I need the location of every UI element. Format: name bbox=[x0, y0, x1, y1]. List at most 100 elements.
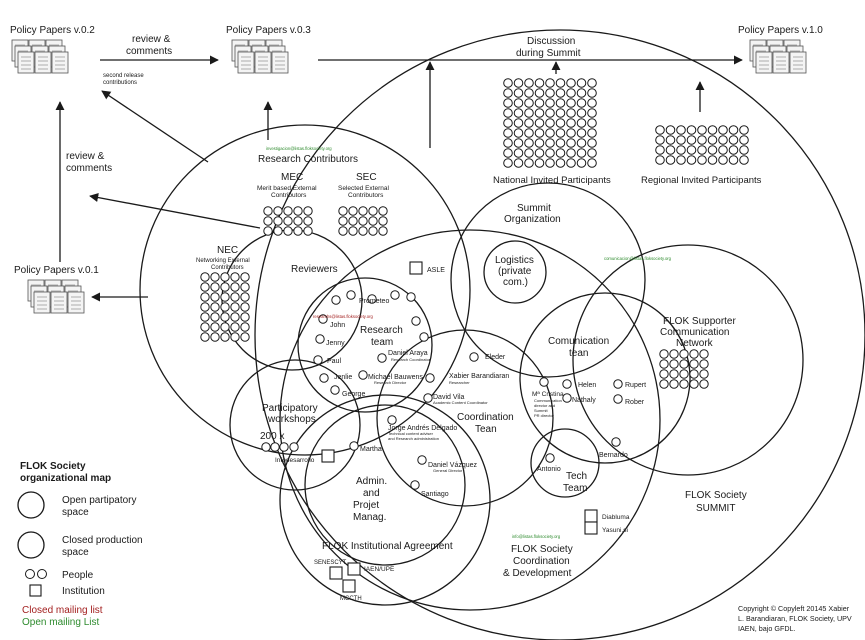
person-icon bbox=[534, 138, 545, 148]
discussion-label-2: during Summit bbox=[516, 48, 581, 59]
person-icon bbox=[303, 216, 313, 226]
person-icon bbox=[338, 226, 348, 236]
document-page-icon bbox=[271, 51, 289, 74]
admin-ring bbox=[304, 404, 466, 566]
person-icon bbox=[566, 158, 576, 168]
person-icon bbox=[555, 158, 566, 168]
person-icon bbox=[655, 155, 665, 165]
person-icon bbox=[669, 359, 679, 369]
document-page-icon bbox=[51, 51, 69, 74]
person-icon bbox=[655, 125, 665, 135]
person-icon bbox=[545, 148, 555, 158]
copyright-line: Copyright © Copyleft 20145 Xabier bbox=[738, 604, 850, 613]
jorge-label: Jorge Andrés Delgado bbox=[388, 425, 457, 432]
person-icon bbox=[587, 98, 597, 108]
flok-dev-title: FLOK Society bbox=[511, 544, 573, 555]
person-icon bbox=[423, 393, 433, 403]
nec-people-grid bbox=[200, 272, 250, 342]
cristina-role-3: Summit bbox=[534, 408, 548, 413]
person-icon bbox=[303, 226, 313, 236]
communication-team-title: Comunication bbox=[548, 336, 609, 347]
person-icon bbox=[566, 118, 576, 128]
person-icon bbox=[210, 332, 220, 342]
person-icon bbox=[718, 155, 728, 165]
person-icon bbox=[655, 145, 665, 155]
person-icon bbox=[555, 138, 566, 148]
workshops-title: Participatory bbox=[262, 403, 318, 414]
infodesarrollo-institution-icon bbox=[321, 449, 335, 463]
admin-title-4: Manag. bbox=[353, 512, 386, 523]
helen-label: Helen bbox=[578, 382, 596, 389]
person-icon bbox=[534, 148, 545, 158]
person-icon bbox=[411, 316, 421, 326]
person-icon bbox=[358, 226, 368, 236]
daniel-vazquez-role: General Director bbox=[433, 468, 463, 473]
review-comments-label-top: review & bbox=[132, 34, 171, 45]
institutional-ring bbox=[279, 394, 491, 606]
person-icon bbox=[576, 98, 587, 108]
sec-title: SEC bbox=[356, 172, 377, 183]
person-icon bbox=[534, 88, 545, 98]
person-icon bbox=[587, 108, 597, 118]
legend-open-space-icon bbox=[17, 491, 45, 519]
person-icon bbox=[315, 334, 325, 344]
person-icon bbox=[270, 442, 280, 452]
person-icon bbox=[524, 148, 534, 158]
person-icon bbox=[513, 98, 524, 108]
person-icon bbox=[539, 377, 549, 387]
person-icon bbox=[368, 216, 378, 226]
legend-closed-space-label: Closed production bbox=[62, 535, 143, 546]
research-mailing-list-link[interactable]: researchs@listas.floksociety.org bbox=[313, 314, 373, 319]
person-icon bbox=[200, 272, 210, 282]
investigacion-mailing-list-link[interactable]: investigacion@listas.floksociety.org bbox=[266, 146, 332, 151]
person-icon bbox=[545, 158, 555, 168]
document-page-icon bbox=[755, 51, 773, 74]
person-icon bbox=[686, 155, 697, 165]
legend-people-icon bbox=[25, 569, 35, 579]
reviewers-label: Reviewers bbox=[291, 264, 338, 275]
mccth-label: MCCTH bbox=[340, 596, 362, 602]
person-icon bbox=[348, 206, 358, 216]
person-icon bbox=[611, 437, 621, 447]
person-icon bbox=[697, 135, 707, 145]
info-mailing-list-link[interactable]: info@listas.floksociety.org bbox=[512, 534, 561, 539]
person-icon bbox=[728, 125, 739, 135]
document-page-icon bbox=[50, 291, 68, 314]
flok-dev-title-3: & Development bbox=[503, 568, 572, 579]
policy-papers-v01-stack bbox=[27, 279, 85, 314]
person-icon bbox=[503, 148, 513, 158]
coordination-team-title: Coordination bbox=[457, 412, 514, 423]
iaen-institution-icon bbox=[347, 562, 361, 576]
rober-label: Rober bbox=[625, 399, 645, 406]
copyright-line-3: IAEN, bajo GFDL. bbox=[738, 624, 796, 633]
person-icon bbox=[555, 118, 566, 128]
person-icon bbox=[676, 155, 686, 165]
logistics-label: Logistics bbox=[495, 255, 534, 266]
michael-role: Research Director bbox=[374, 380, 407, 385]
person-icon bbox=[686, 125, 697, 135]
person-icon bbox=[697, 155, 707, 165]
david-label: David Vila bbox=[433, 394, 464, 401]
santiago-label: Santiago bbox=[421, 491, 449, 498]
person-icon bbox=[576, 148, 587, 158]
institutional-agreement-title: FLOK Institutional Agreement bbox=[322, 541, 453, 552]
person-icon bbox=[555, 148, 566, 158]
jorge-role-2: and Research administration bbox=[388, 436, 439, 441]
iaen-label: IAEN/UPE bbox=[364, 566, 395, 573]
person-icon bbox=[555, 108, 566, 118]
person-icon bbox=[576, 118, 587, 128]
senescyt-institution-icon bbox=[329, 566, 343, 580]
person-icon bbox=[210, 282, 220, 292]
sec-people-grid bbox=[338, 206, 388, 236]
person-icon bbox=[679, 379, 689, 389]
mccth-institution-icon bbox=[342, 579, 356, 593]
person-icon bbox=[699, 349, 709, 359]
comunicacion-mailing-list-link[interactable]: comunicacion@listas.floksociety.org bbox=[604, 256, 672, 261]
person-icon bbox=[545, 78, 555, 88]
person-icon bbox=[679, 369, 689, 379]
person-icon bbox=[293, 216, 303, 226]
person-icon bbox=[513, 128, 524, 138]
person-icon bbox=[587, 88, 597, 98]
person-icon bbox=[669, 369, 679, 379]
nec-title: NEC bbox=[217, 245, 238, 256]
